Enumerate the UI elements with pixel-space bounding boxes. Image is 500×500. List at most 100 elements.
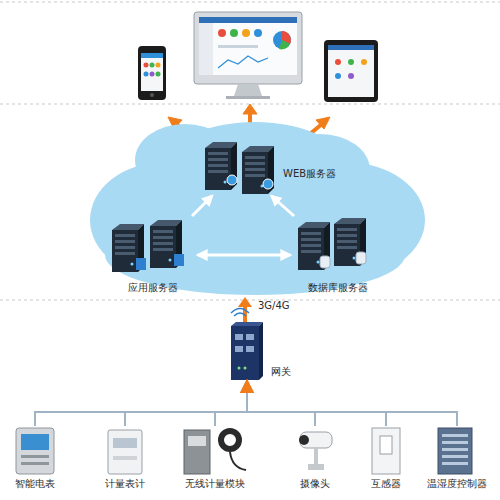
module-body: [184, 430, 210, 474]
bus-connector: [125, 382, 247, 426]
app-dot: [361, 59, 367, 65]
node-label: 互感器: [343, 478, 429, 490]
device-node: 无线计量模块: [180, 426, 250, 476]
camera-arm: [314, 448, 318, 464]
gateway-port: [246, 346, 254, 352]
camera-body: [300, 432, 332, 448]
screen-header: [199, 17, 297, 23]
meter-button-row: [21, 455, 49, 458]
controller-row: [442, 448, 468, 451]
web-servers: [205, 142, 274, 194]
separator-line: [0, 2, 500, 3]
node-label: 计量表计: [82, 478, 168, 490]
camera-mount: [308, 464, 324, 470]
tablet-illustration: [324, 40, 378, 102]
app-dot: [156, 63, 161, 68]
pie-chart: [273, 31, 291, 49]
bus-connector: [35, 382, 247, 426]
bus-connector: [215, 382, 247, 426]
gateway-led: [238, 367, 241, 370]
app-dot: [348, 73, 354, 79]
gateway-port: [235, 334, 243, 340]
controller-row: [442, 462, 468, 465]
globe-badge: [227, 175, 237, 185]
database-servers: [298, 218, 366, 270]
smart-meter-icon: [16, 428, 54, 474]
app-dot: [156, 72, 161, 77]
bus-connector: [247, 382, 457, 426]
transformer-window: [380, 436, 392, 454]
node-label: 温湿度控制器: [414, 478, 500, 490]
din-meter-icon: [108, 430, 142, 474]
gateway-box: [231, 326, 259, 380]
app-servers: [112, 220, 184, 272]
screen-sidebar: [199, 23, 213, 75]
device-node: 摄像头: [280, 426, 350, 476]
status-dot: [242, 29, 250, 37]
bus-connector: [247, 382, 386, 426]
phone-illustration: [138, 46, 166, 100]
pie-slice: [279, 40, 290, 49]
meter-screen: [21, 434, 49, 450]
web-server-node: WEB服务器: [203, 140, 277, 196]
app-dot: [348, 59, 354, 65]
status-dot: [230, 29, 238, 37]
meter-body: [16, 428, 54, 474]
gateway-led: [244, 367, 247, 370]
wifi-arc: [231, 309, 249, 314]
tablet-screen: [328, 45, 374, 97]
monitor-screen: [199, 17, 297, 75]
app-server-node: 应用服务器: [108, 216, 198, 294]
server-link-arrow: [198, 254, 290, 257]
database-server-node: 数据库服务器: [290, 216, 386, 294]
wifi-arc: [234, 313, 246, 316]
gateway-side: [259, 322, 263, 380]
phone-screen: [141, 53, 163, 91]
device-node: 温湿度控制器: [422, 426, 492, 476]
node-label: 无线计量模块: [172, 478, 258, 490]
meter-button-row: [21, 462, 49, 465]
globe-badge: [263, 179, 273, 189]
node-label: 网关: [271, 366, 291, 378]
current-clamp: [218, 428, 242, 452]
line-chart: [218, 56, 268, 68]
gateway-port: [246, 334, 254, 340]
cloud-shape: [90, 122, 425, 295]
server-icon: [298, 222, 330, 270]
controller-row: [442, 441, 468, 444]
monitor-stand: [234, 84, 262, 96]
server-icon: [334, 218, 366, 266]
cloud-lobe: [270, 134, 370, 206]
meter-display: [113, 438, 137, 448]
controller-row: [442, 434, 468, 437]
phone-bar: [141, 53, 163, 58]
node-label: 摄像头: [272, 478, 358, 490]
node-label: WEB服务器: [283, 168, 336, 180]
tablet-bar: [328, 45, 374, 50]
phone-body: [138, 46, 166, 100]
database-badge: [320, 256, 330, 268]
node-label: 应用服务器: [102, 282, 204, 294]
clamp-cable: [230, 452, 246, 470]
app-dot: [150, 72, 155, 77]
wireless-module-icon: [184, 428, 246, 474]
separator-line: [0, 300, 500, 301]
arrow-head: [316, 117, 330, 129]
camera-lens: [299, 435, 309, 445]
app-badge: [174, 254, 184, 266]
network-label: 3G/4G: [258, 300, 290, 312]
server-icon: [205, 142, 237, 190]
controller-row: [442, 455, 468, 458]
tablet-body: [324, 40, 378, 102]
device-node: 互感器: [351, 426, 421, 476]
meter-terminal: [113, 456, 137, 460]
server-link-arrow: [192, 196, 212, 216]
node-label: 智能电表: [0, 478, 78, 490]
server-icon: [242, 146, 274, 194]
app-dot: [144, 72, 149, 77]
transformer-body: [372, 428, 400, 474]
gateway-top: [231, 322, 263, 326]
uplink-arrow-head: [238, 297, 252, 307]
status-dot: [218, 29, 226, 37]
status-dot: [254, 29, 262, 37]
